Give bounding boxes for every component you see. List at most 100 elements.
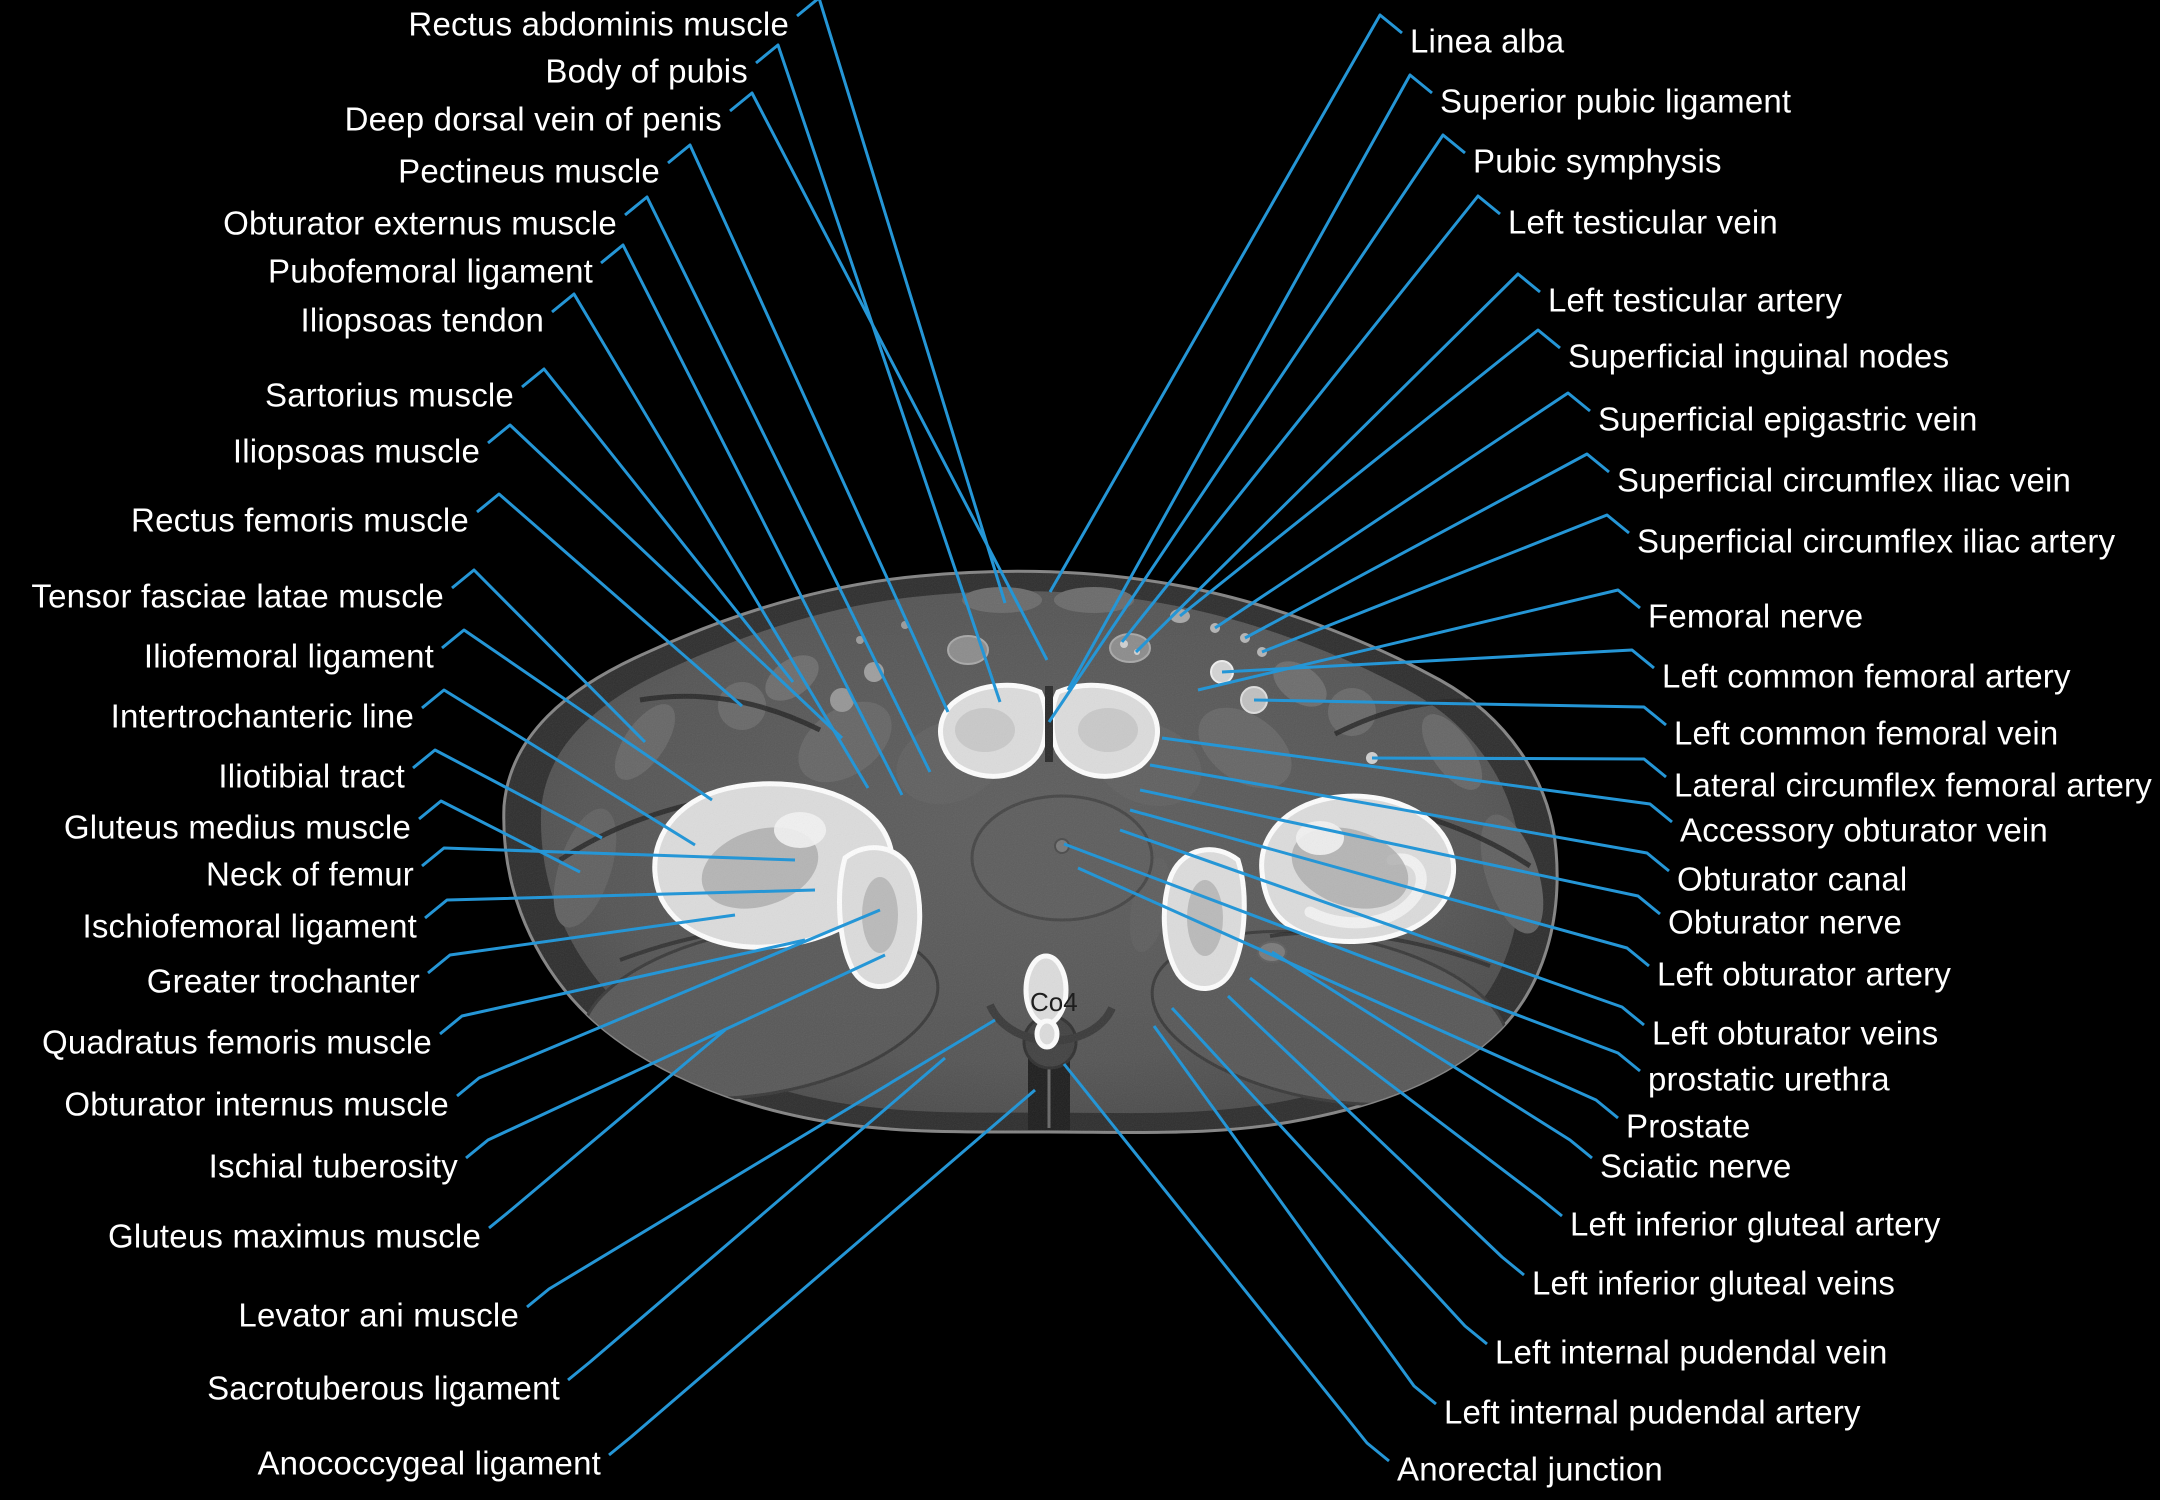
leader-line [476,492,743,708]
anatomy-label: Iliotibial tract [218,757,405,795]
anatomy-label: Obturator nerve [1668,903,1903,941]
anatomy-label: Left inferior gluteal artery [1570,1205,1941,1243]
anatomy-label: Left obturator artery [1657,955,1952,993]
anatomy-label: Obturator externus muscle [223,204,617,242]
leader-line [551,292,870,789]
anatomy-label: Obturator canal [1677,860,1908,898]
leader-line [1119,828,1645,1027]
anatomy-label: Ischiofemoral ligament [82,907,417,945]
anatomy-label: Left inferior gluteal veins [1532,1264,1896,1302]
leader-line [1048,13,1403,593]
anatomy-label: Iliopsoas tendon [300,301,544,339]
leader-line [755,43,1002,703]
leader-line [441,628,713,802]
leader-line [421,846,796,868]
anatomy-label: Superficial inguinal nodes [1568,337,1950,375]
anatomy-label: Pectineus muscle [398,152,660,190]
anatomy-label: Iliofemoral ligament [143,637,434,675]
anatomy-label: Gluteus maximus muscle [107,1217,481,1255]
leader-line [451,568,647,744]
leader-line [412,748,603,840]
leader-lines-group [412,0,1673,1463]
anatomy-label: Anorectal junction [1397,1450,1663,1488]
leader-line [1170,1006,1488,1346]
leader-line [1077,866,1619,1120]
anatomy-label: Left internal pudendal artery [1444,1393,1861,1431]
leader-line [526,1018,996,1309]
leader-line [1261,513,1630,654]
anatomy-label: Superior pubic ligament [1440,82,1792,120]
leader-line [1149,763,1670,873]
leader-line [439,938,806,1036]
leader-line [487,423,844,740]
anatomy-label: Gluteus medius muscle [63,808,411,846]
leader-line [729,91,1049,661]
leader-line [1161,736,1673,824]
leader-line [667,143,950,713]
anatomy-label: Levator ani muscle [238,1296,519,1334]
vertebra-label-co4: Co4 [1030,987,1078,1017]
anatomy-label: Ischial tuberosity [208,1147,458,1185]
leader-line [624,195,932,773]
leader-line [796,0,1007,604]
anatomy-label: prostatic urethra [1648,1060,1890,1098]
anatomy-label: Left common femoral artery [1662,657,2071,695]
anatomy-label: Left common femoral vein [1674,714,2059,752]
anatomy-label: Linea alba [1410,22,1565,60]
leader-line [608,1088,1036,1457]
leader-line [1129,808,1650,968]
leader-line [1214,391,1591,630]
leader-line [1371,756,1667,779]
leader-line [1179,328,1561,618]
anatomy-label: Deep dorsal vein of penis [344,100,722,138]
anatomy-label: Superficial circumflex iliac vein [1617,461,2072,499]
leader-line [1063,842,1641,1073]
anatomy-label: Lateral circumflex femoral artery [1674,766,2152,804]
leader-line [1152,1025,1437,1406]
anatomy-label: Left internal pudendal vein [1495,1333,1888,1371]
anatomy-label: Rectus abdominis muscle [408,5,789,43]
anatomy-label: Body of pubis [545,52,748,90]
leader-line [1047,133,1466,723]
anatomy-label: Left testicular vein [1508,203,1778,241]
anatomy-label: Quadratus femoris muscle [42,1023,432,1061]
leader-line [456,908,881,1098]
leader-line [1253,698,1667,727]
anatomy-label: Intertrochanteric line [110,697,414,735]
anatomy-label: Superficial epigastric vein [1598,400,1978,438]
anatomy-label: Tensor fasciae latae muscle [31,577,444,615]
leader-line [1197,588,1641,692]
leader-line [1139,788,1661,916]
anatomy-label: Obturator internus muscle [64,1085,449,1123]
anatomy-label: Prostate [1626,1107,1751,1145]
anatomy-label: Anococcygeal ligament [257,1444,601,1482]
anatomy-label: Pubofemoral ligament [267,252,593,290]
anatomy-label: Greater trochanter [146,962,420,1000]
leader-line [1134,272,1541,654]
leader-line [1062,1063,1390,1463]
anatomy-label: Left testicular artery [1548,281,1843,319]
leader-line [1066,73,1433,691]
anatomy-label: Sacrotuberous ligament [207,1369,560,1407]
leader-line [488,1028,726,1230]
anatomy-label: Iliopsoas muscle [232,432,480,470]
leader-line [427,913,736,975]
leader-line [465,953,886,1160]
anatomy-label: Left obturator veins [1652,1014,1939,1052]
leader-line [521,367,795,683]
leader-line [1244,452,1610,640]
anatomy-label: Pubic symphysis [1473,142,1722,180]
anatomy-label: Neck of femur [206,855,414,893]
anatomy-label: Accessory obturator vein [1680,811,2048,849]
leader-line [1120,194,1501,643]
anatomy-label: Femoral nerve [1648,597,1864,635]
leader-line [1249,976,1563,1218]
leader-line [1221,648,1655,674]
leader-line [1271,950,1593,1160]
leader-line [567,1056,946,1382]
leader-line [418,799,581,874]
anatomy-label: Superficial circumflex iliac artery [1637,522,2116,560]
leader-line [421,688,696,847]
